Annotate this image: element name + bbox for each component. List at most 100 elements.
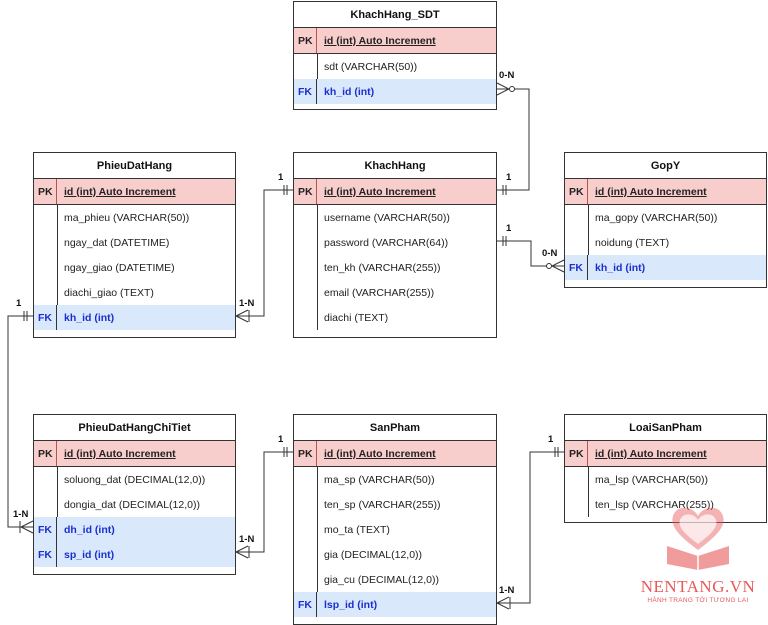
- pk-key: PK: [34, 441, 57, 466]
- field-name: ma_lsp (VARCHAR(50)): [595, 473, 708, 486]
- field-row[interactable]: noidung (TEXT): [565, 230, 766, 255]
- field-name: noidung (TEXT): [595, 236, 670, 249]
- field-name: username (VARCHAR(50)): [324, 211, 450, 224]
- fk-key: FK: [565, 255, 588, 280]
- field-row[interactable]: ma_lsp (VARCHAR(50)): [565, 467, 766, 492]
- field-row[interactable]: ten_sp (VARCHAR(255)): [294, 492, 496, 517]
- pk-key: PK: [34, 179, 57, 204]
- field-name: ten_sp (VARCHAR(255)): [324, 498, 441, 511]
- field-name: ma_gopy (VARCHAR(50)): [595, 211, 718, 224]
- table-title: GopY: [565, 153, 766, 179]
- fk-key: FK: [34, 542, 57, 567]
- link-khachhang-phieudathang: [236, 189, 293, 317]
- pk-row[interactable]: PK id (int) Auto Increment: [294, 441, 496, 467]
- cardinality-label: 1: [278, 434, 284, 445]
- watermark-brand: NENTANG.VN: [640, 577, 756, 596]
- table-title: PhieuDatHangChiTiet: [34, 415, 235, 441]
- field-name: ngay_giao (DATETIME): [64, 261, 175, 274]
- field-name: id (int) Auto Increment: [324, 447, 436, 460]
- field-name: id (int) Auto Increment: [324, 185, 436, 198]
- field-name: id (int) Auto Increment: [64, 447, 176, 460]
- field-name: id (int) Auto Increment: [64, 185, 176, 198]
- pk-key: PK: [565, 441, 588, 466]
- table-title: LoaiSanPham: [565, 415, 766, 441]
- field-row[interactable]: gia_cu (DECIMAL(12,0)): [294, 567, 496, 592]
- field-name: id (int) Auto Increment: [595, 185, 707, 198]
- link-sanpham-chitiet: [236, 451, 293, 553]
- watermark-tagline: HÀNH TRANG TỚI TƯƠNG LAI: [647, 597, 749, 604]
- field-row[interactable]: gia (DECIMAL(12,0)): [294, 542, 496, 567]
- cardinality-label: 0-N: [542, 248, 558, 259]
- field-row[interactable]: soluong_dat (DECIMAL(12,0)): [34, 467, 235, 492]
- cardinality-label: 1: [16, 298, 22, 309]
- field-name: sp_id (int): [64, 548, 115, 561]
- field-name: ma_sp (VARCHAR(50)): [324, 473, 435, 486]
- field-row[interactable]: diachi_giao (TEXT): [34, 280, 235, 305]
- fk-key: FK: [294, 592, 317, 617]
- field-row[interactable]: ma_sp (VARCHAR(50)): [294, 467, 496, 492]
- field-row[interactable]: email (VARCHAR(255)): [294, 280, 496, 305]
- watermark-logo: NENTANG.VN HÀNH TRANG TỚI TƯƠNG LAI: [633, 498, 763, 604]
- field-row[interactable]: ma_phieu (VARCHAR(50)): [34, 205, 235, 230]
- field-name: soluong_dat (DECIMAL(12,0)): [64, 473, 206, 486]
- table-phieudathangchitiet[interactable]: PhieuDatHangChiTiet PK id (int) Auto Incr…: [33, 414, 236, 575]
- pk-row[interactable]: PK id (int) Auto Increment: [34, 441, 235, 467]
- field-name: password (VARCHAR(64)): [324, 236, 449, 249]
- table-title: KhachHang: [294, 153, 496, 179]
- link-khachhang-sdt: [497, 88, 530, 191]
- pk-row[interactable]: PK id (int) Auto Increment: [294, 28, 496, 54]
- link-phieudathang-chitiet: [7, 315, 33, 528]
- pk-key: PK: [294, 28, 317, 53]
- cardinality-label: 1: [506, 223, 512, 234]
- field-name: gia_cu (DECIMAL(12,0)): [324, 573, 439, 586]
- fk-row[interactable]: FK lsp_id (int): [294, 592, 496, 617]
- field-row[interactable]: ngay_dat (DATETIME): [34, 230, 235, 255]
- field-name: id (int) Auto Increment: [595, 447, 707, 460]
- field-row[interactable]: username (VARCHAR(50)): [294, 205, 496, 230]
- table-phieudathang[interactable]: PhieuDatHang PK id (int) Auto Increment m…: [33, 152, 236, 338]
- pk-row[interactable]: PK id (int) Auto Increment: [565, 441, 766, 467]
- field-name: id (int) Auto Increment: [324, 34, 436, 47]
- pk-row[interactable]: PK id (int) Auto Increment: [34, 179, 235, 205]
- fk-row[interactable]: FK sp_id (int): [34, 542, 235, 567]
- field-row[interactable]: ten_lsp (VARCHAR(255)): [565, 492, 766, 517]
- field-name: diachi_giao (TEXT): [64, 286, 154, 299]
- field-name: lsp_id (int): [324, 598, 378, 611]
- field-name: ngay_dat (DATETIME): [64, 236, 170, 249]
- pk-key: PK: [294, 441, 317, 466]
- field-name: email (VARCHAR(255)): [324, 286, 435, 299]
- field-name: dh_id (int): [64, 523, 115, 536]
- field-name: kh_id (int): [324, 85, 375, 98]
- field-row[interactable]: sdt (VARCHAR(50)): [294, 54, 496, 79]
- field-name: kh_id (int): [64, 311, 115, 324]
- fk-key: FK: [294, 79, 317, 104]
- field-row[interactable]: mo_ta (TEXT): [294, 517, 496, 542]
- field-row[interactable]: ma_gopy (VARCHAR(50)): [565, 205, 766, 230]
- field-row[interactable]: ten_kh (VARCHAR(255)): [294, 255, 496, 280]
- field-row[interactable]: ngay_giao (DATETIME): [34, 255, 235, 280]
- fk-row[interactable]: FK kh_id (int): [294, 79, 496, 104]
- table-loaisanpham[interactable]: LoaiSanPham PK id (int) Auto Increment ma…: [564, 414, 767, 523]
- table-title: KhachHang_SDT: [294, 2, 496, 28]
- table-title: PhieuDatHang: [34, 153, 235, 179]
- field-row[interactable]: password (VARCHAR(64)): [294, 230, 496, 255]
- field-name: sdt (VARCHAR(50)): [324, 60, 418, 73]
- field-name: dongia_dat (DECIMAL(12,0)): [64, 498, 200, 511]
- cardinality-label: 0-N: [499, 70, 515, 81]
- field-name: diachi (TEXT): [324, 311, 389, 324]
- field-row[interactable]: diachi (TEXT): [294, 305, 496, 330]
- field-row[interactable]: dongia_dat (DECIMAL(12,0)): [34, 492, 235, 517]
- cardinality-label: 1: [506, 172, 512, 183]
- cardinality-label: 1-N: [499, 585, 515, 596]
- cardinality-label: 1-N: [239, 298, 255, 309]
